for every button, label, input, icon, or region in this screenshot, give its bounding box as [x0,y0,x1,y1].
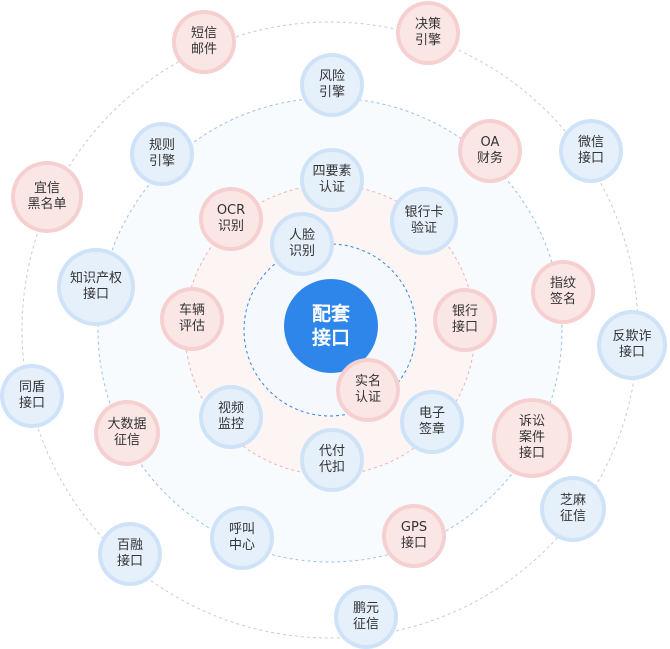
node-label: 银行 接口 [451,304,478,335]
node-label: 短信 邮件 [190,26,217,57]
node-label: 四要素 认证 [312,164,352,195]
node-label: GPS 接口 [400,520,428,551]
node-ocr[interactable]: OCR 识别 [203,191,259,247]
node-video-monitor[interactable]: 视频 监控 [203,389,259,445]
node-label: 决策 引擎 [414,17,441,48]
node-label: OA 财务 [476,135,503,166]
node-fingerprint[interactable]: 指纹 签名 [535,264,591,320]
node-wechat[interactable]: 微信 接口 [563,123,619,179]
node-label: 反欺诈 接口 [612,329,652,360]
node-gps[interactable]: GPS 接口 [386,508,442,564]
node-label: 人脸 识别 [288,228,315,259]
node-label: 视频 监控 [217,401,244,432]
center-node[interactable]: 配套 接口 [284,279,378,373]
node-vehicle-eval[interactable]: 车辆 评估 [164,291,220,347]
node-pengyuan-credit[interactable]: 鹏元 征信 [338,589,394,645]
node-bairong[interactable]: 百融 接口 [102,526,158,582]
node-litigation[interactable]: 诉讼 案件 接口 [496,402,568,474]
node-zhima-credit[interactable]: 芝麻 征信 [544,480,602,538]
node-realname-auth[interactable]: 实名 认证 [340,362,396,418]
node-e-signature[interactable]: 电子 签章 [404,394,460,450]
node-anti-fraud[interactable]: 反欺诈 接口 [601,314,663,376]
node-label: 电子 签章 [418,406,445,437]
node-label: 规则 引擎 [148,138,175,169]
node-risk-engine[interactable]: 风险 引擎 [304,57,360,113]
node-label: 同盾 接口 [18,380,45,411]
node-bank-interface[interactable]: 银行 接口 [437,292,493,348]
node-payment[interactable]: 代付 代扣 [304,432,360,488]
node-decision-engine[interactable]: 决策 引擎 [400,5,456,61]
node-label: OCR 识别 [216,203,246,234]
node-label: 鹏元 征信 [352,601,379,632]
node-label: 诉讼 案件 接口 [518,414,545,461]
node-label: 大数据 征信 [107,417,147,448]
node-label: 实名 认证 [354,374,381,405]
node-oa-finance[interactable]: OA 财务 [462,123,518,179]
node-label: 知识产权 接口 [69,271,122,302]
node-label: 芝麻 征信 [559,493,586,524]
node-face-recognition[interactable]: 人脸 识别 [274,216,330,272]
node-yixin-blacklist[interactable]: 宜信 黑名单 [15,165,79,229]
node-four-elements[interactable]: 四要素 认证 [304,152,360,208]
node-label: 车辆 评估 [178,303,205,334]
node-rule-engine[interactable]: 规则 引擎 [134,126,190,182]
node-label: 微信 接口 [577,135,604,166]
center-label: 配套 接口 [311,303,350,349]
node-label: 指纹 签名 [549,276,576,307]
node-call-center[interactable]: 呼叫 中心 [214,510,270,566]
node-label: 百融 接口 [116,538,143,569]
node-label: 银行卡 验证 [404,205,444,236]
node-bigdata-credit[interactable]: 大数据 征信 [98,404,156,462]
node-sms-email[interactable]: 短信 邮件 [176,14,232,70]
node-tongdun[interactable]: 同盾 接口 [4,368,60,424]
node-label: 呼叫 中心 [228,522,255,553]
node-label: 风险 引擎 [318,69,345,100]
node-label: 代付 代扣 [318,444,345,475]
node-label: 宜信 黑名单 [27,181,67,212]
node-ip-interface[interactable]: 知识产权 接口 [61,252,131,322]
node-bankcard-verify[interactable]: 银行卡 验证 [394,191,454,251]
